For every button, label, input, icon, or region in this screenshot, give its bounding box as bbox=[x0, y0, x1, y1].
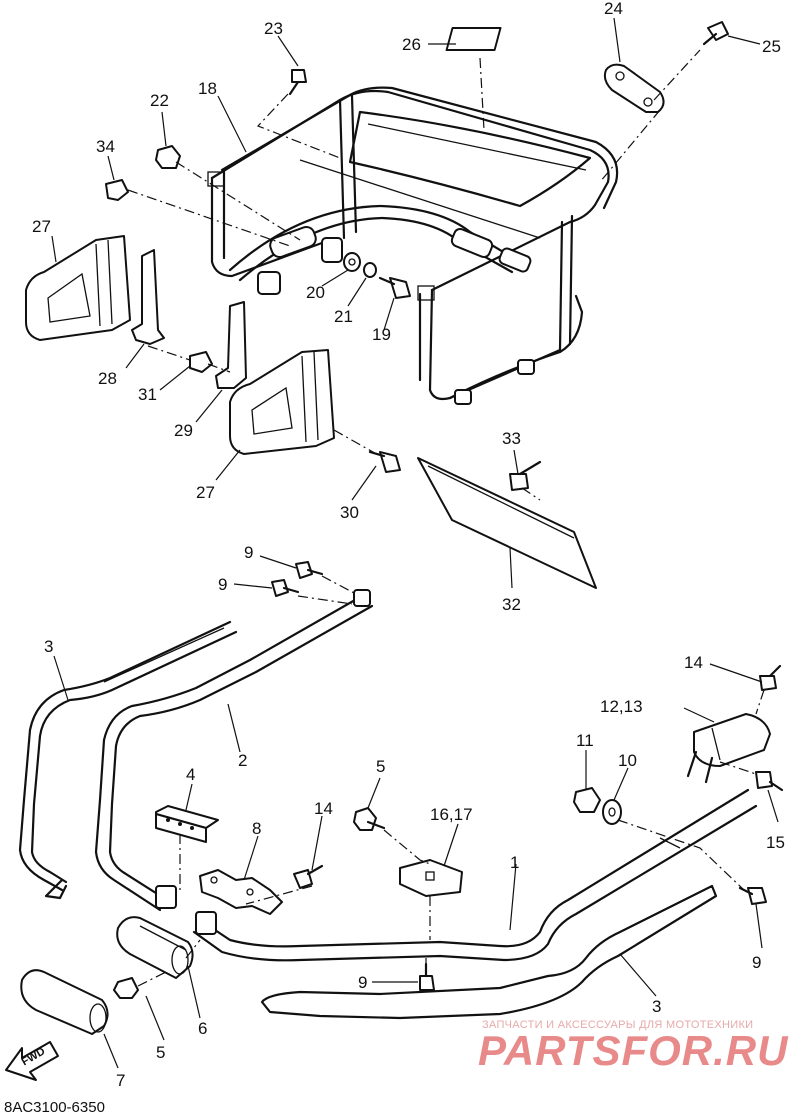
callout-1: 1 bbox=[510, 853, 519, 872]
bolt-part-19 bbox=[378, 276, 411, 299]
callout-32: 32 bbox=[502, 595, 521, 614]
bracket-part-16-17 bbox=[399, 859, 463, 897]
callout-28: 28 bbox=[98, 369, 117, 388]
bolt-part-9-c bbox=[738, 886, 767, 905]
assembly-lines bbox=[127, 49, 765, 987]
callout-2: 2 bbox=[238, 751, 247, 770]
callout-23: 23 bbox=[264, 19, 283, 38]
watermark-logo: PARTSFOR.RU bbox=[478, 1027, 789, 1074]
bolt-part-5-upper bbox=[353, 807, 386, 831]
callout-21: 21 bbox=[334, 307, 353, 326]
emblem-part-7 bbox=[20, 969, 109, 1035]
leader-lines bbox=[51, 17, 779, 1069]
callout-6: 6 bbox=[198, 1019, 207, 1038]
callout-18: 18 bbox=[198, 79, 217, 98]
washer-part-20 bbox=[343, 252, 361, 272]
spacer-part-4 bbox=[155, 805, 219, 843]
clip-part-14-b bbox=[759, 664, 782, 691]
forward-arrow-icon bbox=[5, 1041, 59, 1081]
clip-part-14-a bbox=[293, 864, 324, 889]
bolt-part-5-lower bbox=[113, 977, 139, 999]
bolt-part-9-a bbox=[295, 561, 324, 579]
callout-9-b: 9 bbox=[218, 575, 227, 594]
plate-part-32 bbox=[417, 457, 597, 589]
callout-9-d: 9 bbox=[358, 973, 367, 992]
nut-part-11 bbox=[573, 787, 601, 813]
callout-27-left: 27 bbox=[32, 217, 51, 236]
rack-frame-part-18 bbox=[207, 86, 619, 405]
cap-nut-part-22 bbox=[155, 145, 181, 169]
callout-5-lower: 5 bbox=[156, 1043, 165, 1062]
bolt-part-25 bbox=[702, 21, 729, 46]
callout-33: 33 bbox=[502, 429, 521, 448]
nut-part-31 bbox=[189, 351, 213, 373]
callout-30: 30 bbox=[340, 503, 359, 522]
stay-part-28 bbox=[131, 249, 165, 345]
end-bracket-part-12-13 bbox=[686, 713, 771, 784]
callout-5-upper: 5 bbox=[376, 757, 385, 776]
side-cover-part-27-left bbox=[25, 235, 131, 341]
guard-rail-part-3-left bbox=[18, 620, 238, 900]
seat-panel-part-26 bbox=[348, 27, 592, 208]
main-rail-part-1 bbox=[192, 788, 758, 962]
callout-14-right: 14 bbox=[684, 653, 703, 672]
callout-labels: 23 26 24 25 18 22 34 27 20 21 19 28 31 2… bbox=[4, 0, 785, 1115]
callout-9-c: 9 bbox=[752, 953, 761, 972]
bolt-part-23 bbox=[288, 69, 307, 96]
callout-14-left: 14 bbox=[314, 799, 333, 818]
callout-27-center: 27 bbox=[196, 483, 215, 502]
callout-29: 29 bbox=[174, 421, 193, 440]
callout-10: 10 bbox=[618, 751, 637, 770]
callout-34: 34 bbox=[96, 137, 115, 156]
washer-part-21 bbox=[363, 262, 377, 278]
bolt-part-9-b bbox=[271, 579, 300, 597]
callout-3-right: 3 bbox=[652, 997, 661, 1016]
callout-16-17: 16,17 bbox=[430, 805, 473, 824]
callout-26: 26 bbox=[402, 35, 421, 54]
bracket-part-8 bbox=[199, 869, 283, 915]
stay-part-29 bbox=[215, 301, 247, 389]
side-rail-part-2 bbox=[94, 589, 374, 912]
bolt-part-9-d bbox=[419, 962, 435, 991]
guard-rail-part-3-right bbox=[260, 884, 718, 1020]
callout-24: 24 bbox=[604, 0, 623, 18]
callout-20: 20 bbox=[306, 283, 325, 302]
callout-4: 4 bbox=[186, 765, 195, 784]
callout-9-a: 9 bbox=[244, 543, 253, 562]
watermark-tagline: ЗАПЧАСТИ И АКСЕССУАРЫ ДЛЯ МОТОТЕХНИКИ bbox=[482, 1019, 754, 1031]
bracket-part-24 bbox=[603, 63, 665, 113]
callout-31: 31 bbox=[138, 385, 157, 404]
grommet-part-34 bbox=[105, 179, 129, 201]
callout-8: 8 bbox=[252, 819, 261, 838]
callout-11: 11 bbox=[576, 731, 594, 750]
callout-19: 19 bbox=[372, 325, 391, 344]
washer-part-10 bbox=[602, 799, 622, 825]
clip-part-15 bbox=[755, 771, 784, 792]
end-cap-part-6 bbox=[116, 916, 194, 979]
callout-3-left: 3 bbox=[44, 637, 53, 656]
diagram-code: 8AC3100-6350 bbox=[4, 1099, 105, 1115]
callout-22: 22 bbox=[150, 91, 169, 110]
rivet-part-33 bbox=[509, 460, 542, 491]
side-cover-part-27-center bbox=[229, 349, 335, 455]
callout-7: 7 bbox=[116, 1071, 125, 1090]
callout-25: 25 bbox=[762, 37, 781, 56]
callout-15: 15 bbox=[766, 833, 785, 852]
callout-12-13: 12,13 bbox=[600, 697, 643, 716]
